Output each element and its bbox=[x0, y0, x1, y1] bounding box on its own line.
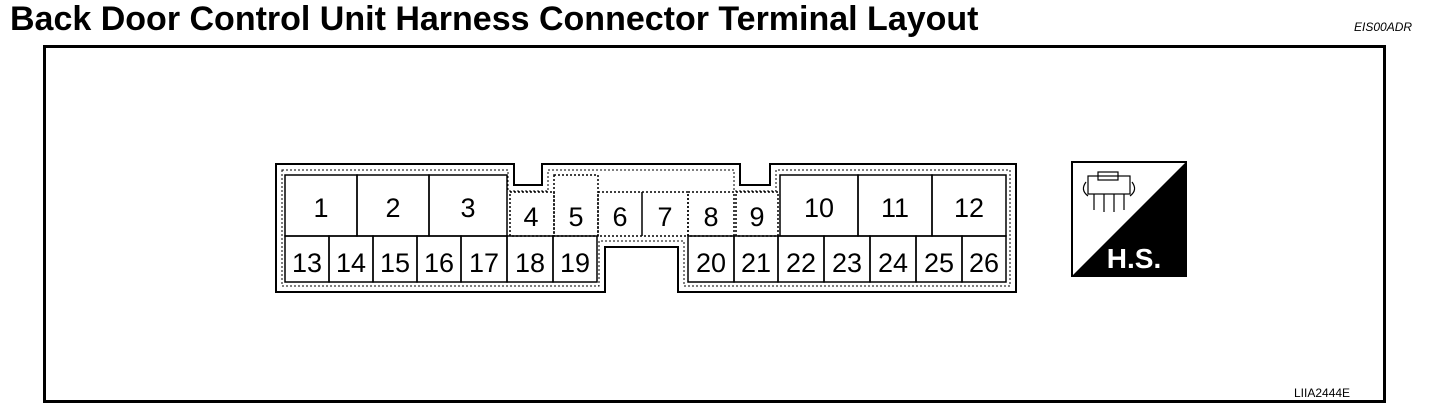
terminal-14: 14 bbox=[336, 248, 366, 278]
reference-code-top: EIS00ADR bbox=[1354, 20, 1413, 34]
terminal-19: 19 bbox=[560, 248, 590, 278]
terminal-3: 3 bbox=[460, 193, 475, 223]
harness-side-connector-icon bbox=[1082, 171, 1136, 212]
diagram-frame bbox=[43, 45, 1386, 403]
terminal-6: 6 bbox=[612, 202, 627, 232]
terminal-13: 13 bbox=[292, 248, 322, 278]
terminal-16: 16 bbox=[424, 248, 454, 278]
terminal-10: 10 bbox=[804, 193, 834, 223]
terminal-21: 21 bbox=[741, 248, 771, 278]
terminal-23: 23 bbox=[832, 248, 862, 278]
terminal-5: 5 bbox=[568, 202, 583, 232]
terminal-17: 17 bbox=[469, 248, 499, 278]
terminal-22: 22 bbox=[786, 248, 816, 278]
terminal-12: 12 bbox=[954, 193, 984, 223]
reference-code-bottom: LIIA2444E bbox=[1294, 386, 1351, 400]
terminal-7: 7 bbox=[657, 202, 672, 232]
terminal-26: 26 bbox=[969, 248, 999, 278]
terminal-8: 8 bbox=[703, 202, 718, 232]
page-title: Back Door Control Unit Harness Connector… bbox=[10, 0, 979, 38]
terminal-2: 2 bbox=[385, 193, 400, 223]
hs-label: H.S. bbox=[1107, 243, 1161, 274]
terminal-1: 1 bbox=[313, 193, 328, 223]
terminal-25: 25 bbox=[924, 248, 954, 278]
harness-side-symbol: H.S. bbox=[1071, 161, 1187, 277]
terminal-24: 24 bbox=[878, 248, 908, 278]
terminal-18: 18 bbox=[515, 248, 545, 278]
terminal-15: 15 bbox=[380, 248, 410, 278]
terminal-4: 4 bbox=[523, 202, 538, 232]
terminal-20: 20 bbox=[696, 248, 726, 278]
terminal-9: 9 bbox=[749, 202, 764, 232]
terminal-11: 11 bbox=[881, 193, 909, 223]
connector-outline bbox=[275, 163, 1017, 293]
terminal-row-bottom bbox=[284, 235, 1007, 283]
